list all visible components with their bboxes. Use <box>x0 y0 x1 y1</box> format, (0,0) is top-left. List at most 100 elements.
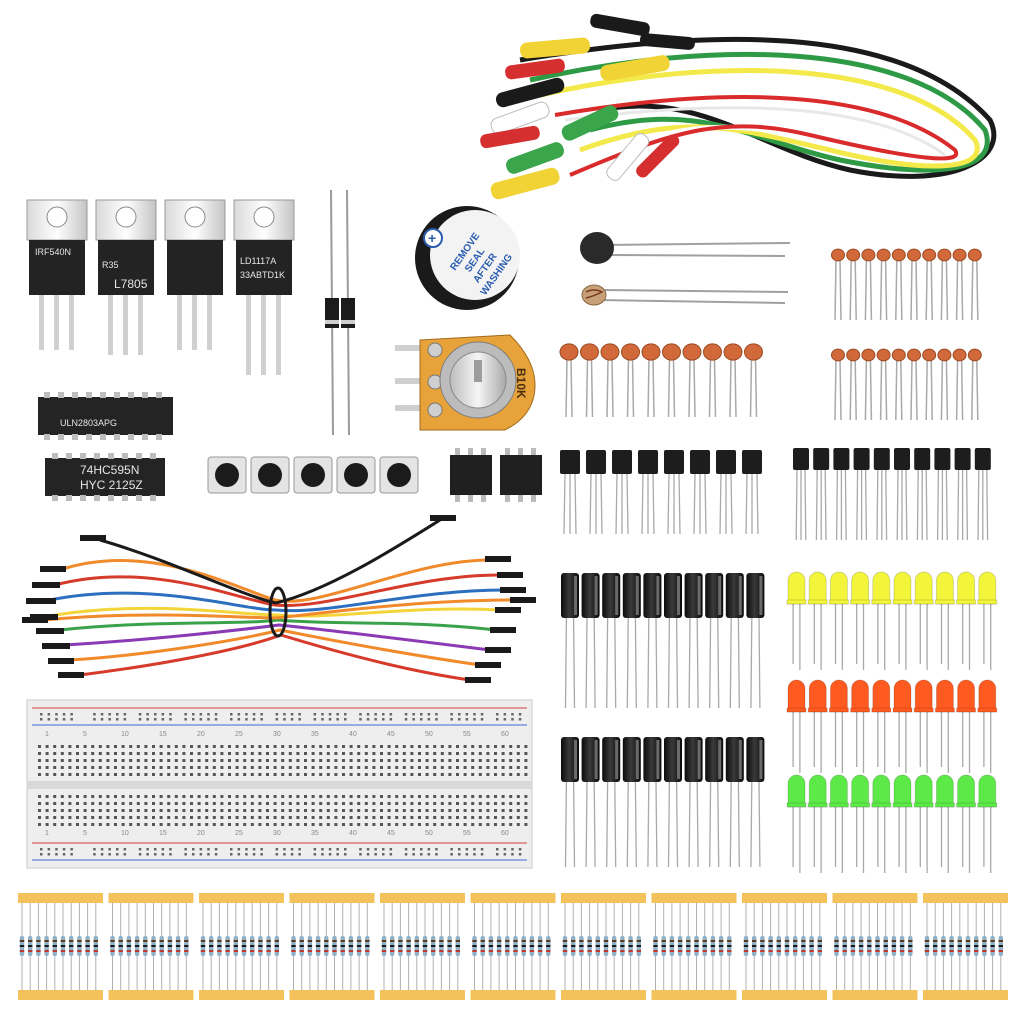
potentiometer: B10K <box>395 334 536 431</box>
breadboard-column-number: 40 <box>349 830 357 837</box>
led <box>807 571 828 670</box>
ceramic-capacitor <box>846 348 861 421</box>
push-button-1 <box>207 456 247 494</box>
breadboard-column-number: 15 <box>159 731 167 738</box>
ceramic-capacitor <box>723 343 743 418</box>
breadboard-column-number: 55 <box>463 830 471 837</box>
push-button-5 <box>379 456 419 494</box>
resistor-strip <box>561 893 646 1000</box>
electrolytic-capacitor <box>561 737 579 868</box>
breadboard-column-number: 55 <box>463 731 471 738</box>
breadboard-column-number: 60 <box>501 830 509 837</box>
breadboard-column-number: 20 <box>197 830 205 837</box>
regulator-4-label-2: 33ABTD1K <box>240 270 285 280</box>
electrolytic-capacitor <box>643 573 662 709</box>
ceramic-capacitor <box>846 248 861 321</box>
led <box>913 679 934 773</box>
led <box>977 571 998 670</box>
resistor-strip <box>199 893 284 1000</box>
74hc595-ic: 74HC595N HYC 2125Z <box>45 453 165 501</box>
clip-bodies <box>480 13 695 200</box>
potentiometer-label: B10K <box>514 368 528 399</box>
regulator-4: LD1117A 33ABTD1K <box>233 199 295 375</box>
resistor-strip <box>651 893 737 1000</box>
led <box>871 571 892 670</box>
ceramic-capacitor <box>907 248 921 321</box>
breadboard-column-number: 40 <box>349 731 357 738</box>
thermistor <box>580 232 791 264</box>
led <box>956 571 977 670</box>
breadboard-column-number: 45 <box>387 731 395 738</box>
resistor-strip <box>923 893 1008 1000</box>
ceramic-capacitor <box>876 348 891 421</box>
breadboard-column-number: 30 <box>273 830 281 837</box>
ceramic-capacitor <box>922 348 937 421</box>
breadboard-column-number: 50 <box>425 731 433 738</box>
jumper-wires-bundle <box>22 515 536 683</box>
ceramic-capacitor <box>703 343 722 418</box>
ceramic-capacitor <box>580 343 599 418</box>
resistor-strip <box>470 893 556 1000</box>
electrolytic-capacitor <box>602 573 621 709</box>
ceramic-capacitor <box>831 248 845 321</box>
resistor-strip <box>289 893 375 1000</box>
led <box>828 679 849 773</box>
led <box>977 679 998 773</box>
led <box>786 679 807 773</box>
ceramic-capacitors-row-middle <box>559 343 763 418</box>
ceramic-capacitors-row-right-bottom <box>831 348 982 421</box>
ceramic-capacitor <box>744 343 763 418</box>
transistor <box>873 448 890 541</box>
ceramic-capacitors-row-right-top <box>831 248 982 321</box>
ceramic-capacitor <box>641 343 661 418</box>
breadboard-column-number: 25 <box>235 731 243 738</box>
led <box>850 679 871 773</box>
transistor <box>793 448 809 541</box>
electrolytic-capacitors-row-2 <box>561 737 765 868</box>
breadboard-column-number: 45 <box>387 830 395 837</box>
transistor <box>560 450 580 535</box>
electrolytic-capacitor <box>643 737 662 868</box>
to220-regulators: IRF540N R35 L7805 LD1117A <box>26 199 295 375</box>
74hc595-pins-bottom <box>52 495 156 501</box>
ceramic-capacitor <box>831 348 845 421</box>
led <box>871 774 892 873</box>
electrolytic-capacitor <box>581 737 600 868</box>
resistor-strips <box>18 893 1008 1000</box>
led <box>934 571 955 670</box>
uln2803-ic: ULN2803APG <box>38 392 173 440</box>
74hc595-pins-top <box>52 453 156 459</box>
breadboard-column-number: 5 <box>83 830 87 837</box>
led <box>786 774 807 873</box>
push-button-3 <box>293 456 333 494</box>
regulator-2-label-2: L7805 <box>114 277 148 291</box>
green-leds <box>786 774 998 873</box>
ceramic-capacitor <box>937 248 952 321</box>
electrolytic-capacitor <box>705 573 724 709</box>
electrolytic-capacitor <box>684 573 703 709</box>
ceramic-capacitor <box>662 343 681 418</box>
alligator-clip-leads <box>480 13 997 200</box>
transistor <box>690 450 710 535</box>
push-button-4 <box>336 456 376 494</box>
transistor <box>833 448 850 541</box>
yellow-leds <box>786 571 998 670</box>
breadboard-column-number: 1 <box>45 731 49 738</box>
ceramic-capacitor <box>876 248 891 321</box>
ceramic-capacitor <box>952 248 967 321</box>
ceramic-capacitor <box>891 248 906 321</box>
led <box>913 571 934 670</box>
transistors-row-right <box>793 448 991 541</box>
electrolytic-capacitor <box>725 737 744 868</box>
led <box>786 571 807 670</box>
electrolytic-capacitor <box>725 573 744 709</box>
transistor <box>954 448 971 541</box>
breadboard-column-number: 20 <box>197 731 205 738</box>
small-dip-chips <box>450 448 542 502</box>
dip-chip-2 <box>500 448 542 502</box>
ceramic-capacitor <box>559 343 579 418</box>
led <box>892 571 913 670</box>
ceramic-capacitor <box>861 248 876 321</box>
